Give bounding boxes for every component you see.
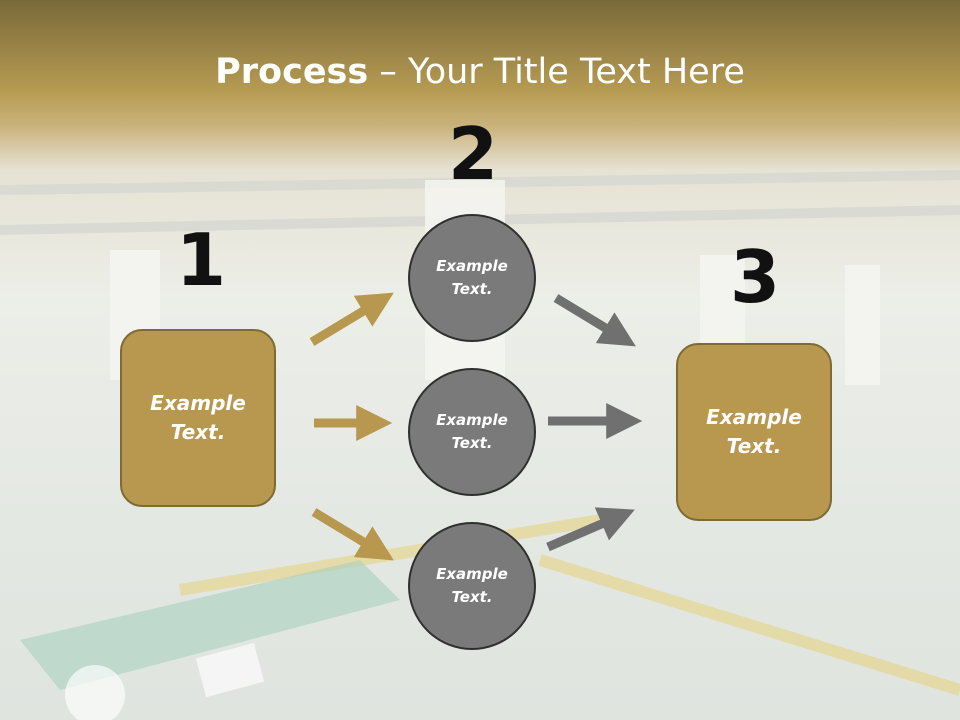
slide-title: Process – Your Title Text Here bbox=[0, 52, 960, 92]
right-box-line1: Example bbox=[706, 405, 802, 429]
left-process-box: Example Text. bbox=[120, 329, 276, 507]
arrow-bottom-to-right bbox=[546, 507, 635, 552]
left-box-line1: Example bbox=[150, 391, 246, 415]
title-bold: Process bbox=[215, 52, 369, 92]
left-box-line2: Text. bbox=[170, 420, 226, 444]
circle-top-line2: Text. bbox=[451, 280, 493, 298]
circle-middle-line1: Example bbox=[436, 411, 508, 429]
circle-bottom-line1: Example bbox=[436, 565, 508, 583]
process-circle-middle: Example Text. bbox=[408, 368, 536, 496]
arrow-left-to-top bbox=[309, 292, 394, 346]
circle-middle-line2: Text. bbox=[451, 434, 493, 452]
circle-top-line1: Example bbox=[436, 257, 508, 275]
step-number-2: 2 bbox=[448, 112, 499, 196]
process-circle-bottom: Example Text. bbox=[408, 522, 536, 650]
arrow-left-to-bottom bbox=[311, 508, 394, 561]
step-number-1: 1 bbox=[176, 218, 227, 302]
right-box-line2: Text. bbox=[726, 434, 782, 458]
step-number-3: 3 bbox=[730, 235, 781, 319]
title-rest: – Your Title Text Here bbox=[368, 52, 745, 92]
circle-bottom-line2: Text. bbox=[451, 588, 493, 606]
right-process-box: Example Text. bbox=[676, 343, 832, 521]
arrow-top-to-right bbox=[553, 294, 636, 347]
process-circle-top: Example Text. bbox=[408, 214, 536, 342]
